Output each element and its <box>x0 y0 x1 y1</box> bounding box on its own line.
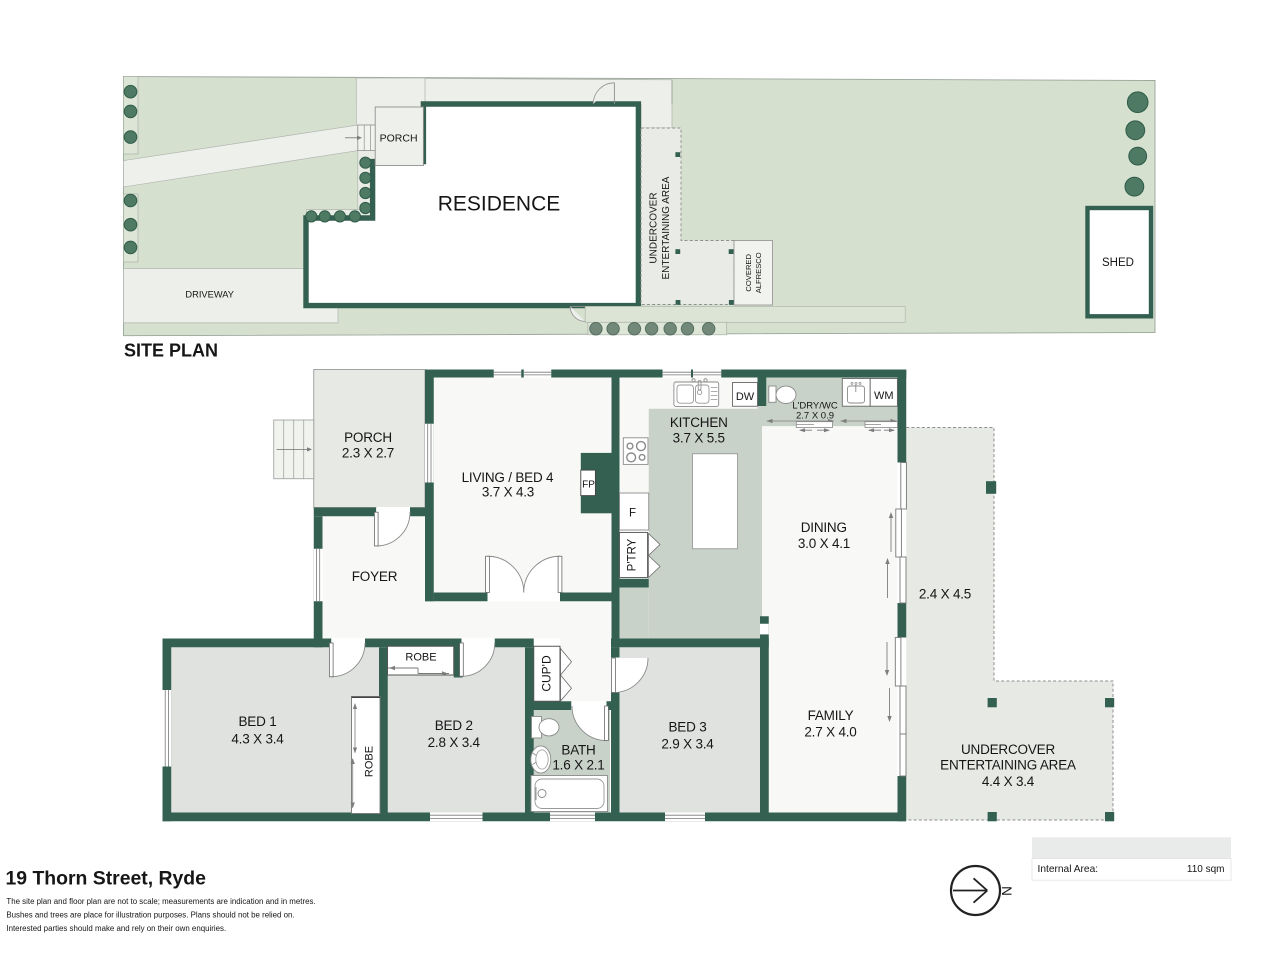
svg-text:PORCH: PORCH <box>380 132 418 144</box>
svg-text:1.6 X 2.1: 1.6 X 2.1 <box>552 757 604 772</box>
svg-text:PORCH: PORCH <box>344 430 392 445</box>
svg-text:SHED: SHED <box>1102 257 1134 269</box>
svg-text:N: N <box>999 886 1014 896</box>
svg-text:BATH: BATH <box>561 742 595 757</box>
svg-text:2.7 X 4.0: 2.7 X 4.0 <box>804 724 856 739</box>
svg-text:2.3 X 2.7: 2.3 X 2.7 <box>342 445 394 460</box>
svg-text:Bushes and trees are place for: Bushes and trees are place for illustrat… <box>6 911 294 920</box>
svg-text:BED 3: BED 3 <box>668 719 706 734</box>
svg-text:UNDERCOVER: UNDERCOVER <box>961 742 1055 757</box>
svg-text:3.7 X 4.3: 3.7 X 4.3 <box>482 484 534 499</box>
svg-text:UNDERCOVER: UNDERCOVER <box>648 192 659 263</box>
svg-text:RESIDENCE: RESIDENCE <box>438 193 561 216</box>
svg-text:BED 1: BED 1 <box>238 714 276 729</box>
svg-text:The site plan and floor plan a: The site plan and floor plan are not to … <box>6 897 315 906</box>
svg-text:DINING: DINING <box>801 520 847 535</box>
svg-text:Internal Area:: Internal Area: <box>1038 864 1099 875</box>
svg-text:2.4 X 4.5: 2.4 X 4.5 <box>919 586 971 601</box>
svg-text:ENTERTAINING AREA: ENTERTAINING AREA <box>940 757 1076 772</box>
svg-text:ROBE: ROBE <box>405 652 436 664</box>
svg-text:FAMILY: FAMILY <box>808 708 854 723</box>
svg-text:COVERED: COVERED <box>744 254 753 292</box>
svg-text:4.4 X 3.4: 4.4 X 3.4 <box>982 774 1035 789</box>
svg-text:DW: DW <box>736 391 755 403</box>
svg-text:SITE PLAN: SITE PLAN <box>124 341 218 361</box>
svg-text:ROBE: ROBE <box>364 746 376 777</box>
svg-text:2.7 X 0.9: 2.7 X 0.9 <box>796 411 834 422</box>
svg-text:ALFRESCO: ALFRESCO <box>754 252 763 293</box>
svg-text:110 sqm: 110 sqm <box>1187 864 1225 875</box>
svg-text:2.8 X 3.4: 2.8 X 3.4 <box>428 735 481 750</box>
svg-text:P'TRY: P'TRY <box>627 538 639 571</box>
svg-text:L'DRY/WC: L'DRY/WC <box>792 401 838 412</box>
svg-text:WM: WM <box>874 390 894 402</box>
svg-text:BED 2: BED 2 <box>435 718 473 733</box>
svg-text:3.0 X 4.1: 3.0 X 4.1 <box>798 536 850 551</box>
svg-text:F: F <box>629 508 636 520</box>
svg-text:DRIVEWAY: DRIVEWAY <box>185 290 234 300</box>
svg-text:Interested parties should make: Interested parties should make and rely … <box>6 924 226 933</box>
svg-text:LIVING / BED 4: LIVING / BED 4 <box>462 470 554 485</box>
svg-text:FP: FP <box>582 479 595 490</box>
svg-text:3.7 X 5.5: 3.7 X 5.5 <box>673 430 725 445</box>
svg-text:KITCHEN: KITCHEN <box>670 415 728 430</box>
svg-text:FOYER: FOYER <box>352 569 398 584</box>
svg-text:ENTERTAINING AREA: ENTERTAINING AREA <box>661 176 672 279</box>
svg-text:2.9 X 3.4: 2.9 X 3.4 <box>661 736 714 751</box>
svg-text:4.3 X 3.4: 4.3 X 3.4 <box>231 731 284 746</box>
svg-text:19 Thorn Street, Ryde: 19 Thorn Street, Ryde <box>6 868 207 890</box>
svg-text:CUP'D: CUP'D <box>540 655 554 692</box>
